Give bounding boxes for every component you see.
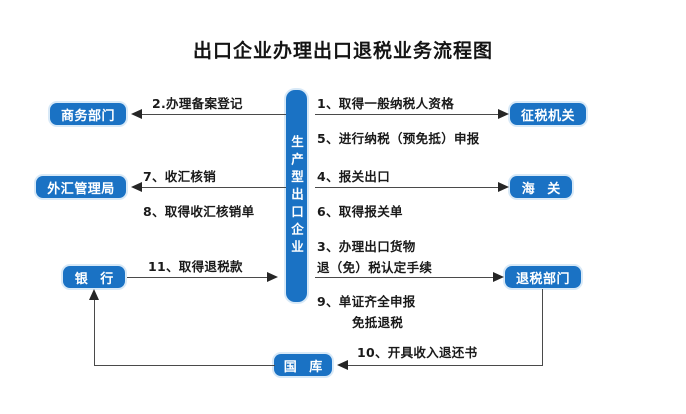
edge-label-3b: 退（免）税认定手续	[317, 260, 433, 275]
node-tax-collection-authority[interactable]: 征税机关	[510, 103, 586, 125]
edge-label-5: 5、进行纳税（预免抵）申报	[317, 131, 480, 146]
node-production-export-enterprise[interactable]: 生产型出口企业	[286, 90, 307, 302]
arrow-right-tax-collection	[498, 108, 509, 119]
edge-label-8: 8、取得收汇核销单	[143, 204, 255, 219]
node-customs[interactable]: 海 关	[510, 176, 572, 198]
edge-label-4: 4、报关出口	[317, 169, 390, 184]
connector-line-commerce	[142, 114, 286, 115]
edge-label-1: 1、取得一般纳税人资格	[317, 96, 454, 111]
edge-label-9b: 免抵退税	[352, 315, 404, 330]
connector-line-to-treasury	[348, 365, 543, 366]
arrow-right-refund-dept	[493, 271, 504, 282]
page-title: 出口企业办理出口退税业务流程图	[192, 40, 493, 62]
arrow-right-customs	[498, 181, 509, 192]
arrow-left-forex	[131, 181, 142, 192]
arrow-left-treasury	[337, 359, 348, 370]
connector-line-bank-to-enterprise	[127, 277, 267, 278]
node-bank[interactable]: 银 行	[63, 266, 125, 288]
connector-line-bank-up	[94, 300, 95, 366]
connector-line-refund-dept-down	[542, 289, 543, 365]
connector-line-treasury-to-bank	[94, 365, 275, 366]
edge-label-2: 2.办理备案登记	[152, 96, 243, 111]
connector-line-tax-collection	[315, 114, 498, 115]
arrow-left-commerce	[131, 108, 142, 119]
edge-label-11: 11、取得退税款	[148, 259, 243, 274]
node-commerce-department[interactable]: 商务部门	[50, 103, 126, 125]
edge-label-6: 6、取得报关单	[317, 204, 403, 219]
connector-line-forex	[142, 187, 286, 188]
node-tax-refund-department[interactable]: 退税部门	[505, 266, 581, 288]
node-treasury[interactable]: 国 库	[274, 354, 332, 376]
edge-label-10: 10、开具收入退还书	[357, 345, 478, 360]
node-foreign-exchange-bureau[interactable]: 外汇管理局	[36, 176, 126, 198]
connector-line-customs	[315, 187, 498, 188]
edge-label-9a: 9、单证齐全申报	[317, 294, 416, 309]
arrow-up-bank	[88, 289, 99, 300]
arrow-right-bank-to-enterprise	[267, 271, 278, 282]
connector-line-refund-dept	[315, 277, 493, 278]
edge-label-3a: 3、办理出口货物	[317, 239, 416, 254]
edge-label-7: 7、收汇核销	[143, 169, 216, 184]
